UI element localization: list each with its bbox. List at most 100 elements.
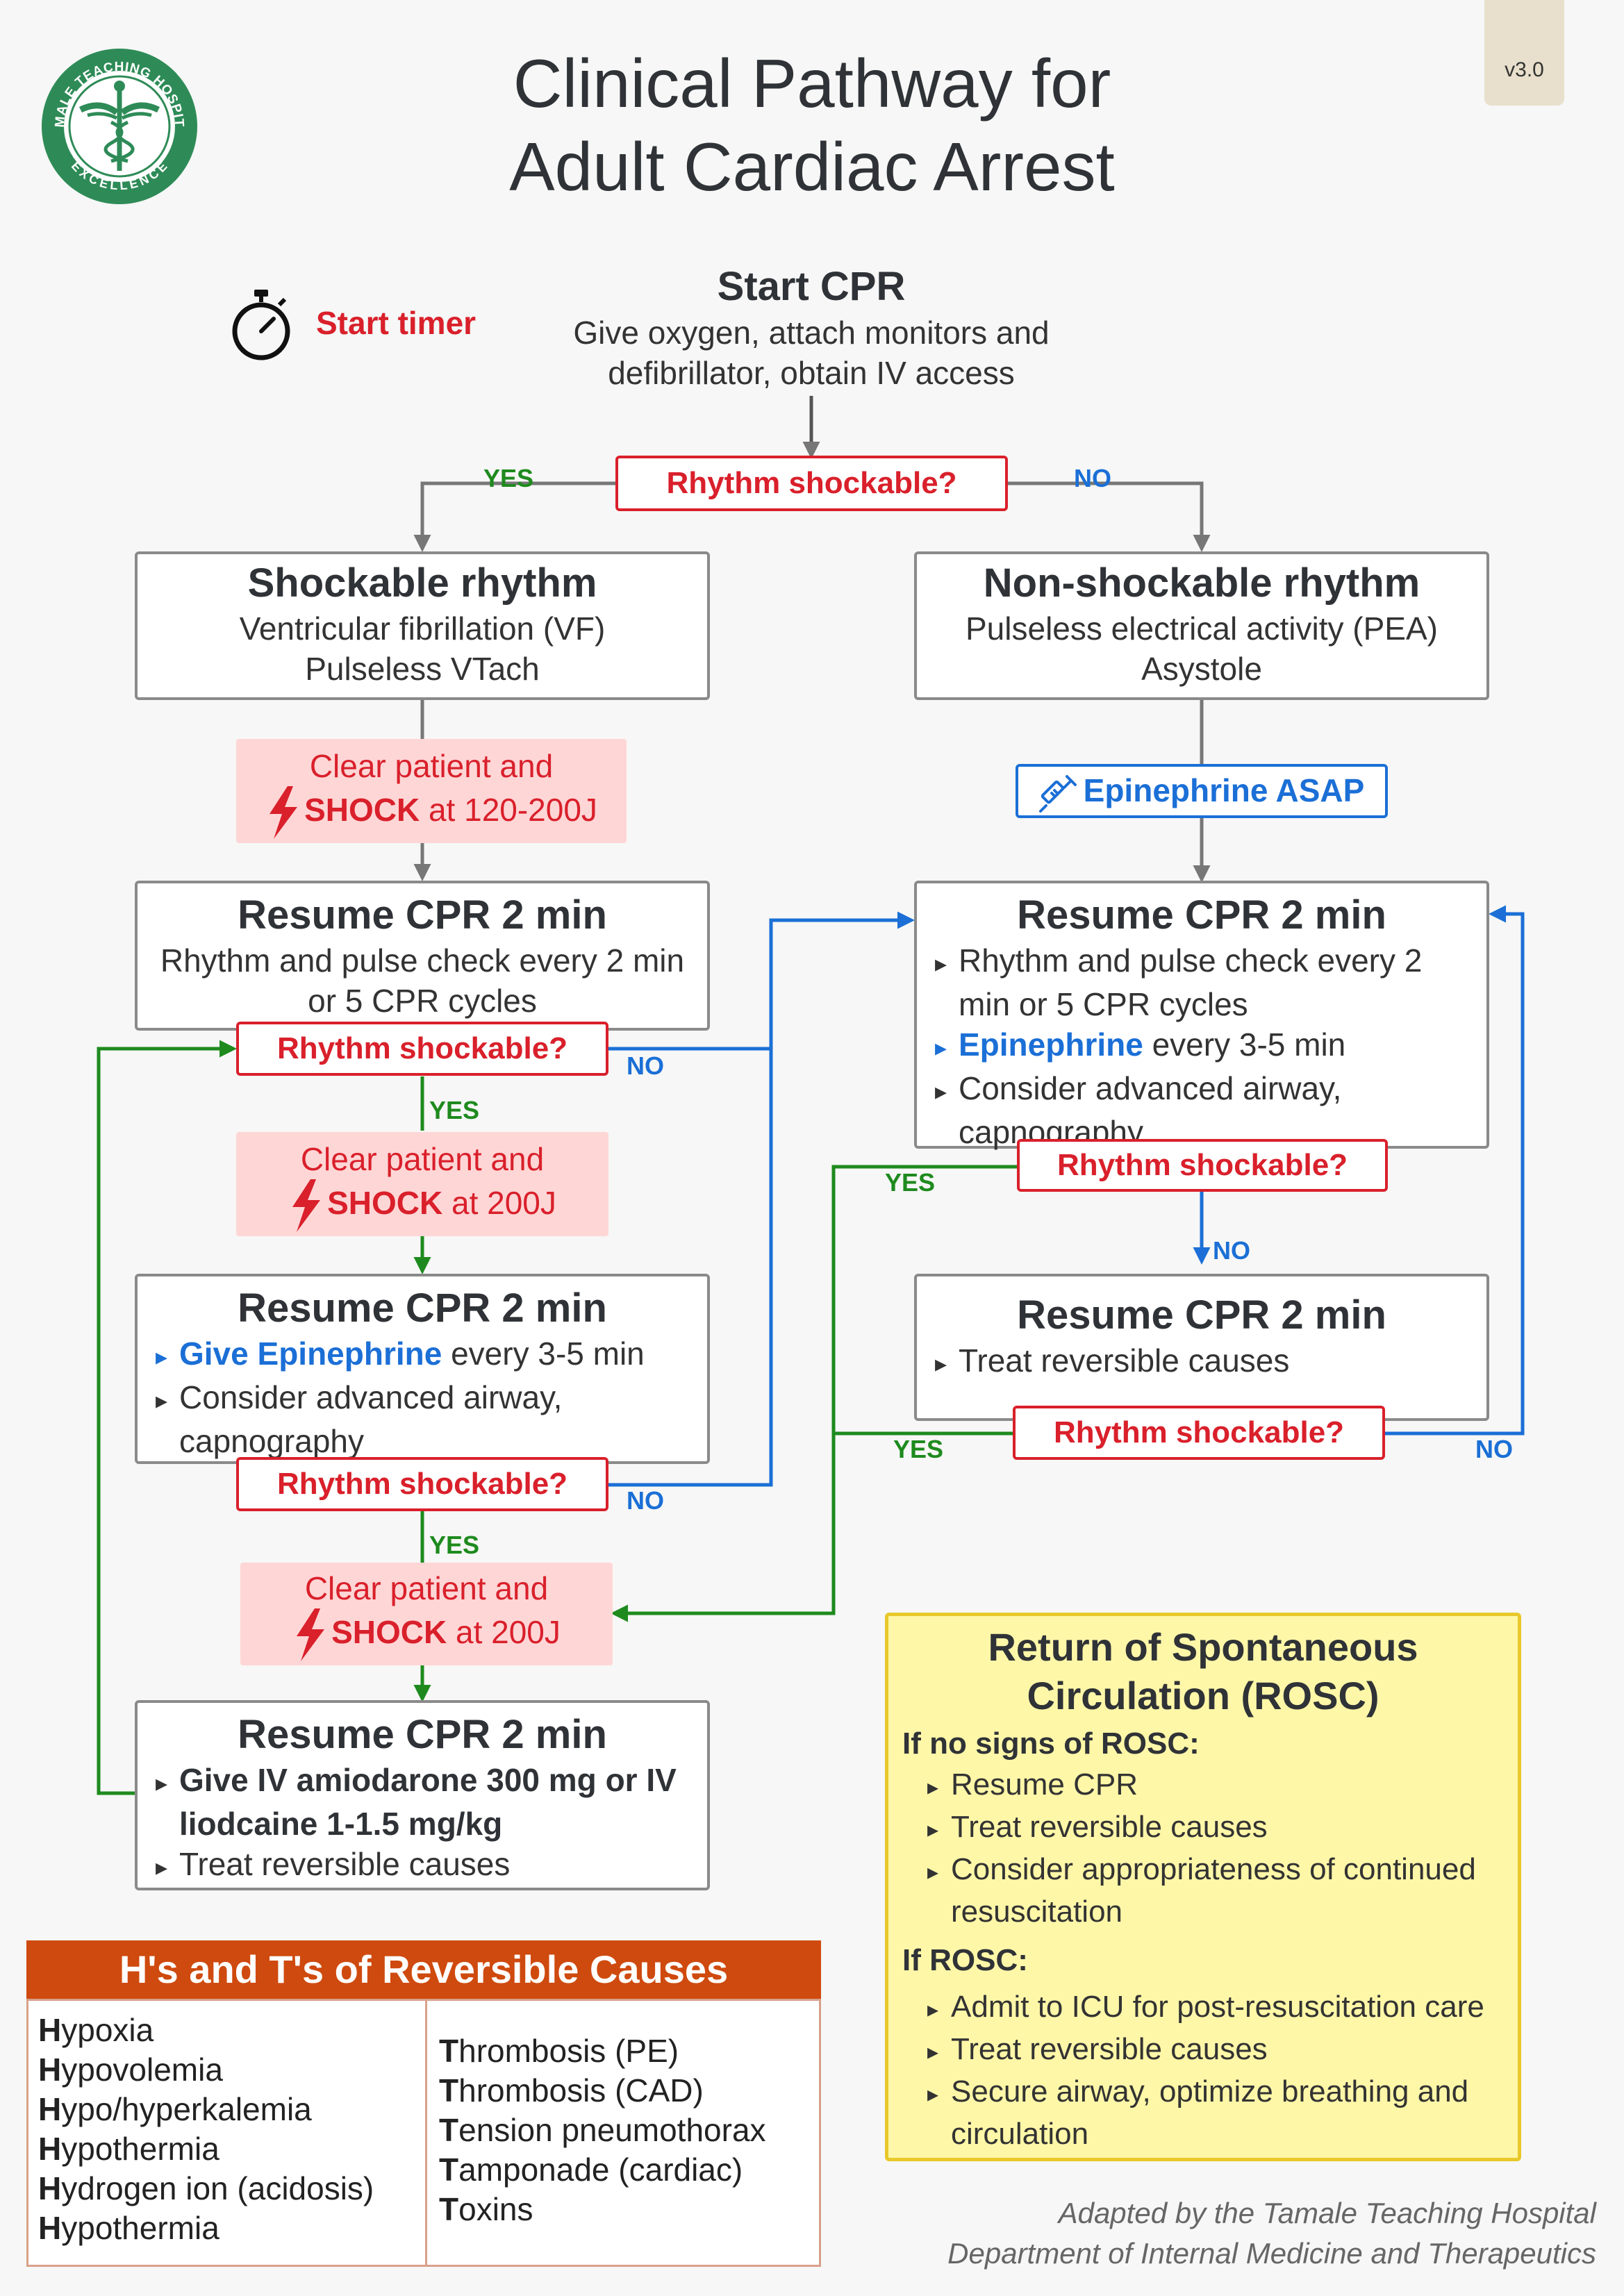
cause-item: Hypothermia bbox=[38, 2210, 219, 2246]
cause-item: Hypovolemia bbox=[38, 2052, 223, 2088]
t-causes-column: Thrombosis (PE) Thrombosis (CAD) Tension… bbox=[429, 2001, 819, 2265]
rosc-box: Return of Spontaneous Circulation (ROSC)… bbox=[885, 1613, 1521, 2161]
page-title: Clinical Pathway for Adult Cardiac Arres… bbox=[0, 42, 1624, 208]
shock-1-rest: at 120-200J bbox=[420, 792, 597, 829]
epinephrine-asap-label: Epinephrine ASAP bbox=[1083, 772, 1365, 808]
cause-item: Hydrogen ion (acidosis) bbox=[38, 2170, 374, 2206]
resume-cpr-right-1-bullet2: Epinephrine every 3-5 min bbox=[917, 1024, 1486, 1068]
hospital-logo: TAMALE TEACHING HOSPITAL EXCELLENCE bbox=[34, 35, 200, 207]
resume-cpr-right-2-bullet1: Treat reversible causes bbox=[917, 1340, 1486, 1384]
start-timer-label: Start timer bbox=[316, 305, 477, 341]
rosc-item: Admit to ICU for post-resuscitation care bbox=[902, 1987, 1504, 2029]
shock-box-1: Clear patient and SHOCK at 120-200J bbox=[236, 739, 627, 843]
resume-cpr-left-3-title: Resume CPR 2 min bbox=[238, 1712, 607, 1757]
nonshockable-rhythm-line1: Pulseless electrical activity (PEA) bbox=[966, 610, 1438, 647]
cause-item: Thrombosis (PE) bbox=[439, 2033, 679, 2069]
resume-cpr-right-2: Resume CPR 2 min Treat reversible causes bbox=[914, 1274, 1489, 1421]
reversible-causes-table: Hypoxia Hypovolemia Hypo/hyperkalemia Hy… bbox=[26, 1999, 821, 2267]
lightning-icon bbox=[292, 1179, 321, 1232]
decision-rhythm-shockable-4: Rhythm shockable? bbox=[1017, 1139, 1388, 1192]
rosc-no-item: Treat reversible causes bbox=[902, 1807, 1504, 1849]
nonshockable-rhythm-box: Non-shockable rhythm Pulseless electrica… bbox=[914, 551, 1489, 700]
syringe-icon bbox=[1038, 774, 1077, 813]
page-title-line1: Clinical Pathway for bbox=[513, 45, 1111, 122]
cause-item: Hypoxia bbox=[38, 2012, 154, 2048]
shock-box-3: Clear patient and SHOCK at 200J bbox=[240, 1563, 613, 1665]
shock-3-rest: at 200J bbox=[447, 1614, 561, 1651]
cause-item: Toxins bbox=[439, 2191, 533, 2227]
resume-cpr-left-1-title: Resume CPR 2 min bbox=[238, 892, 607, 938]
reversible-causes-header: H's and T's of Reversible Causes bbox=[26, 1940, 821, 1999]
connector-no2 bbox=[608, 1049, 773, 1487]
no-label-2: NO bbox=[627, 1051, 664, 1080]
decision-rhythm-shockable-3: Rhythm shockable? bbox=[236, 1457, 608, 1511]
resume-cpr-left-1-line2: or 5 CPR cycles bbox=[308, 983, 537, 1019]
nonshockable-rhythm-line2: Asystole bbox=[1141, 651, 1262, 687]
shockable-rhythm-line1: Ventricular fibrillation (VF) bbox=[239, 610, 606, 647]
h-causes-column: Hypoxia Hypovolemia Hypo/hyperkalemia Hy… bbox=[28, 2001, 427, 2265]
shock-box-2: Clear patient and SHOCK at 200J bbox=[236, 1132, 608, 1236]
rosc-no-signs-heading: If no signs of ROSC: bbox=[902, 1727, 1200, 1761]
rosc-item: Secure airway, optimize breathing and ci… bbox=[902, 2072, 1504, 2154]
lightning-icon bbox=[270, 786, 298, 839]
no-label-4: NO bbox=[1213, 1236, 1250, 1265]
cause-item: Tension pneumothorax bbox=[439, 2112, 766, 2148]
resume-cpr-left-2-bullet1: Give Epinephrine every 3-5 min bbox=[138, 1333, 707, 1377]
connector-right-no-loop bbox=[1385, 905, 1525, 1436]
version-badge: v3.0 bbox=[1484, 0, 1564, 106]
cause-item: Tamponade (cardiac) bbox=[439, 2152, 743, 2188]
epinephrine-asap-box: Epinephrine ASAP bbox=[1016, 764, 1388, 818]
decision-rhythm-shockable-5: Rhythm shockable? bbox=[1013, 1406, 1385, 1460]
resume-cpr-left-1: Resume CPR 2 min Rhythm and pulse check … bbox=[135, 881, 710, 1031]
shock-2-line1: Clear patient and bbox=[300, 1141, 545, 1177]
connector-yes-to-shockable bbox=[413, 481, 615, 552]
yes-label-3: YES bbox=[429, 1531, 480, 1559]
no-label-5: NO bbox=[1475, 1435, 1513, 1463]
rosc-no-item: Consider appropriateness of continued re… bbox=[902, 1849, 1504, 1931]
cause-item: Hypo/hyperkalemia bbox=[38, 2091, 312, 2127]
rosc-item: Treat reversible causes bbox=[902, 2029, 1504, 2072]
resume-cpr-right-1: Resume CPR 2 min Rhythm and pulse check … bbox=[914, 881, 1489, 1150]
footer-line2: Department of Internal Medicine and Ther… bbox=[947, 2237, 1596, 2270]
shockable-rhythm-title: Shockable rhythm bbox=[247, 560, 597, 606]
shockable-rhythm-box: Shockable rhythm Ventricular fibrillatio… bbox=[135, 551, 710, 700]
start-cpr-line2: defibrillator, obtain IV access bbox=[608, 355, 1015, 391]
shockable-rhythm-line2: Pulseless VTach bbox=[305, 651, 540, 687]
cause-item: Hypothermia bbox=[38, 2131, 219, 2167]
nonshockable-rhythm-title: Non-shockable rhythm bbox=[983, 560, 1420, 606]
no-label-3: NO bbox=[627, 1486, 664, 1515]
resume-cpr-right-1-bullet1: Rhythm and pulse check every 2 min or 5 … bbox=[917, 940, 1486, 1024]
connector-right-yes bbox=[611, 1165, 1017, 1622]
shock-3-bold: SHOCK bbox=[331, 1614, 447, 1651]
resume-cpr-right-2-title: Resume CPR 2 min bbox=[1017, 1292, 1386, 1338]
cause-item: Thrombosis (CAD) bbox=[439, 2072, 704, 2108]
start-cpr-block: Start CPR Give oxygen, attach monitors a… bbox=[486, 261, 1136, 393]
connector-green-loop bbox=[97, 1040, 237, 1795]
decision-rhythm-shockable-2: Rhythm shockable? bbox=[236, 1022, 608, 1076]
page-title-line2: Adult Cardiac Arrest bbox=[509, 128, 1115, 205]
footer-line1: Adapted by the Tamale Teaching Hospital bbox=[1058, 2197, 1596, 2229]
lightning-icon bbox=[297, 1608, 325, 1661]
yes-label-5: YES bbox=[893, 1435, 944, 1463]
decision-rhythm-shockable-1: Rhythm shockable? bbox=[615, 456, 1008, 511]
rosc-heading: If ROSC: bbox=[902, 1943, 1028, 1977]
yes-label-2: YES bbox=[429, 1096, 480, 1124]
resume-cpr-left-2-bullet2: Consider advanced airway, capnography bbox=[138, 1377, 707, 1461]
resume-cpr-left-1-line1: Rhythm and pulse check every 2 min bbox=[160, 942, 685, 979]
yes-label-1: YES bbox=[483, 464, 534, 492]
resume-cpr-right-1-title: Resume CPR 2 min bbox=[1017, 892, 1386, 938]
shock-2-rest: at 200J bbox=[442, 1185, 556, 1222]
resume-cpr-left-3-bullet2: Treat reversible causes bbox=[138, 1844, 707, 1888]
no-label-1: NO bbox=[1074, 464, 1111, 492]
footer-credit: Adapted by the Tamale Teaching Hospital … bbox=[947, 2193, 1596, 2274]
connector-no-to-nonshockable bbox=[1008, 481, 1211, 552]
shock-2-bold: SHOCK bbox=[327, 1185, 443, 1222]
shock-3-line1: Clear patient and bbox=[304, 1570, 549, 1606]
shock-1-line1: Clear patient and bbox=[309, 748, 554, 784]
start-cpr-title: Start CPR bbox=[717, 264, 906, 309]
shock-1-bold: SHOCK bbox=[304, 792, 420, 829]
resume-cpr-left-2-title: Resume CPR 2 min bbox=[238, 1286, 607, 1331]
resume-cpr-left-3: Resume CPR 2 min Give IV amiodarone 300 … bbox=[135, 1700, 710, 1890]
stopwatch-icon bbox=[229, 288, 293, 363]
